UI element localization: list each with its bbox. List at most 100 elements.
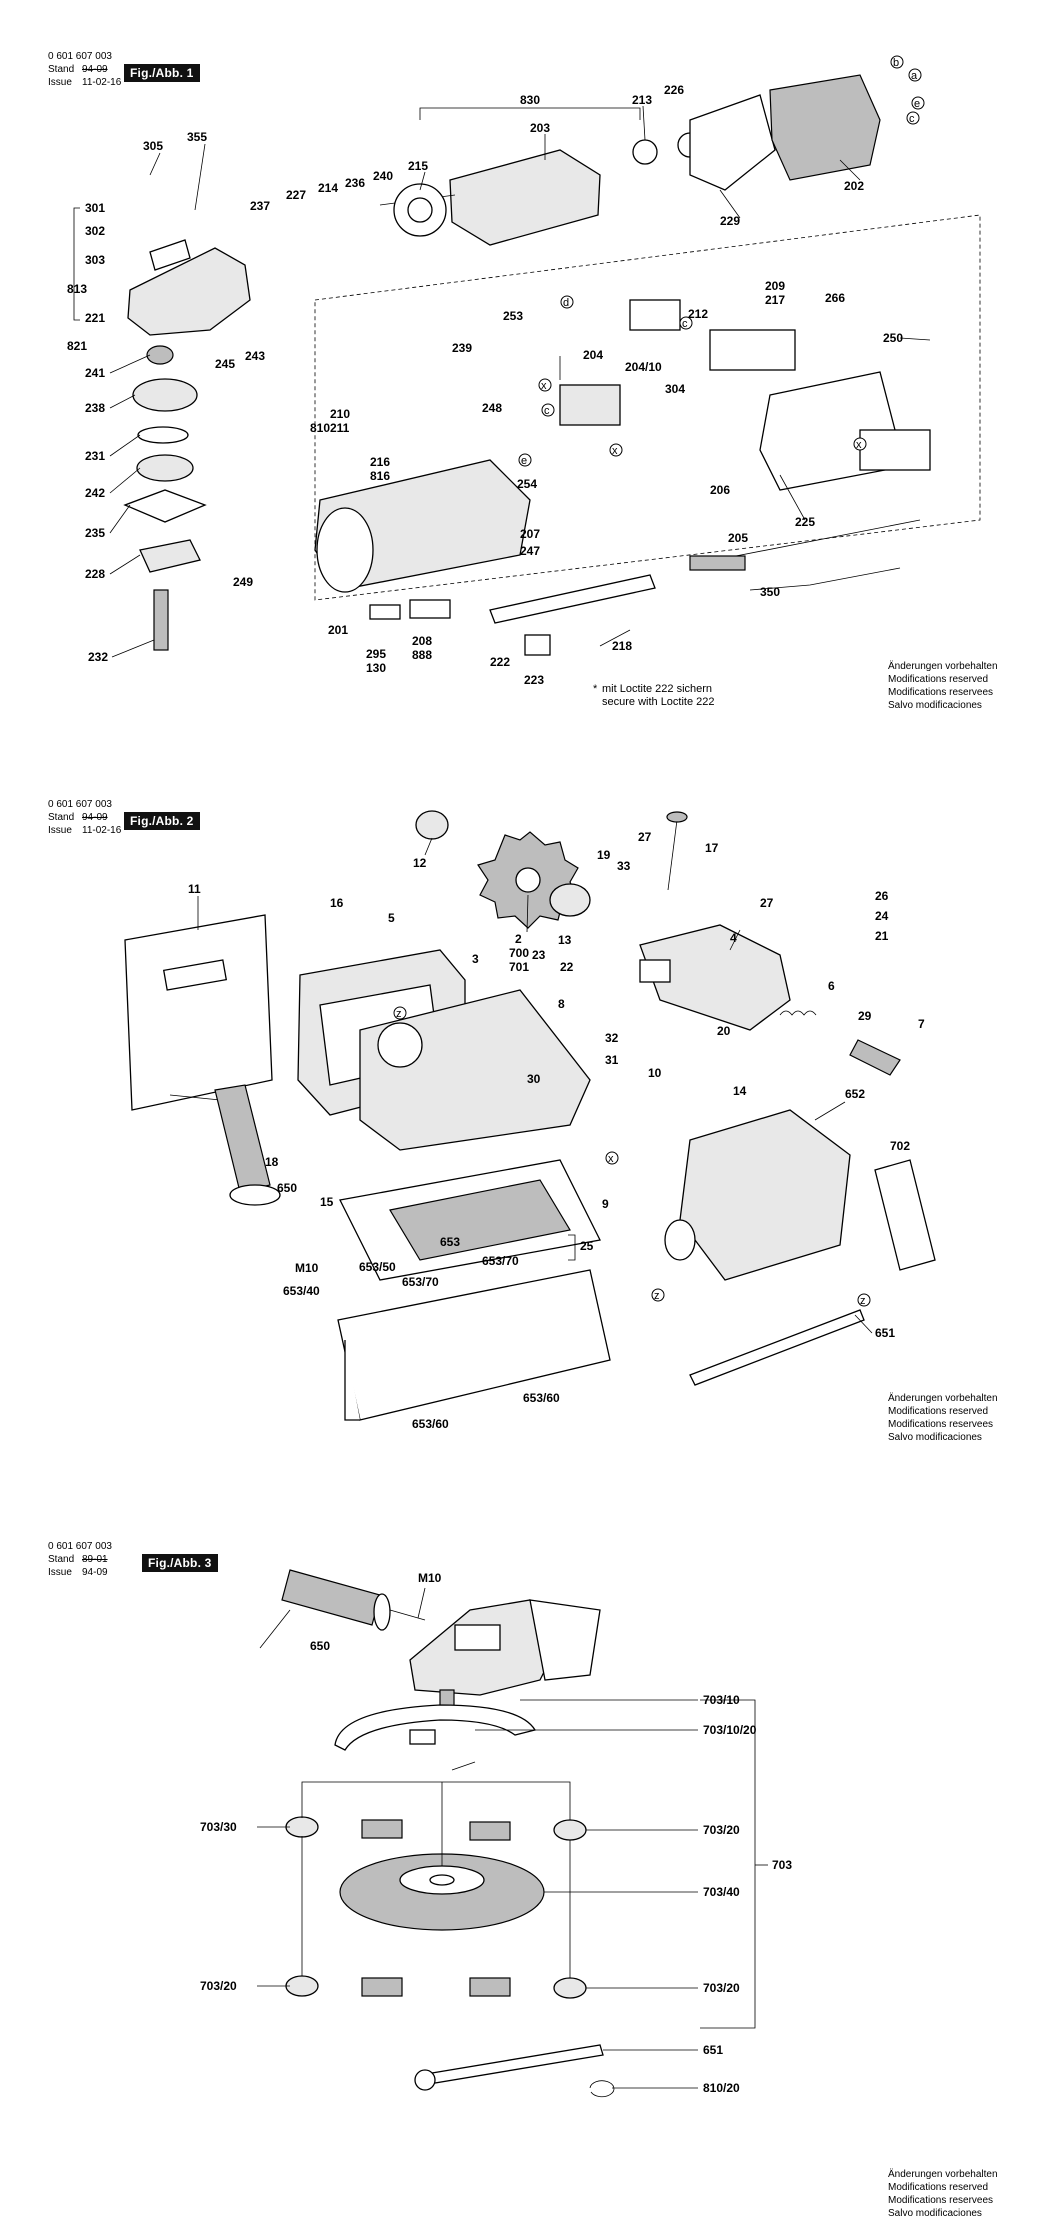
part-label: 6 [828,979,835,993]
washer [137,426,189,444]
part-label: 216 [370,455,390,469]
stand-label: Stand [48,64,75,75]
part-label: 651 [875,1326,895,1340]
part-label: 821 [67,339,87,353]
part-label: 254 [517,477,537,491]
part-label: 703/40 [703,1885,740,1899]
circle-letter: c [682,318,688,330]
issue-value: 11-02-16 [82,825,122,836]
nut-bottom-left [361,1977,403,1997]
part-label: 703/20 [703,1823,740,1837]
cover-plate [149,239,191,271]
nut-right [469,1821,511,1841]
issue-label: Issue [48,1567,72,1578]
part-label: 236 [345,176,365,190]
part-label: 653/60 [412,1417,449,1431]
flange [139,539,201,573]
bevel-gear [132,378,198,412]
part-label: 245 [215,357,235,371]
issue-value: 11-02-16 [82,77,122,88]
circle-letter: x [612,445,618,457]
part-label: 223 [524,673,544,687]
part-label: 235 [85,526,105,540]
part-label: 253 [503,309,523,323]
circle-letter: e [521,455,527,467]
part-label: 240 [373,169,393,183]
wrench [419,2044,604,2086]
modifications-note: Änderungen vorbehalten Modifications res… [888,660,998,712]
knob [849,1039,901,1076]
note-line: Modifications reserved [888,2182,989,2193]
note-line: Modifications reservees [888,1419,994,1430]
part-label: 238 [85,401,105,415]
part-label: 5 [388,911,395,925]
note-line: Salvo modificaciones [888,1432,982,1443]
stand-label: Stand [48,812,75,823]
circle-letter: c [909,113,915,125]
base-body [359,989,591,1151]
circle-letter: x [541,380,547,392]
part-label: 26 [875,889,889,903]
part-label: 31 [605,1053,619,1067]
part-label: 305 [143,139,163,153]
flange-left [285,1816,319,1838]
part-label: 703/10/20 [703,1723,757,1737]
note-line: Modifications reserved [888,1406,989,1417]
part-label: 243 [245,349,265,363]
modifications-note: Änderungen vorbehalten Modifications res… [888,2168,998,2220]
part-label: 215 [408,159,428,173]
label-plate [709,329,796,371]
part-label: 203 [530,121,550,135]
circle-letter: b [893,57,899,69]
part-label: 227 [286,188,306,202]
part-label: 201 [328,623,348,637]
part-label: 304 [665,382,685,396]
part-label: 301 [85,201,105,215]
side-handle [214,1084,271,1193]
part-label: 33 [617,859,631,873]
part-label: 703/20 [200,1979,237,1993]
part-label: 816 [370,469,390,483]
part-label: 22 [560,960,574,974]
note-line: Modifications reservees [888,687,994,698]
part-label: 653/70 [402,1275,439,1289]
note-line: Änderungen vorbehalten [888,661,998,672]
dust-bag [679,1109,851,1281]
part-label: 23 [532,948,546,962]
part-label: 9 [602,1197,609,1211]
cable-plug [689,555,746,571]
clamping-nut [415,810,449,840]
part-label: 202 [844,179,864,193]
part-label: 652 [845,1087,865,1101]
flange-bottom-right [553,1977,587,1999]
circle-letter: x [608,1153,614,1165]
part-label: M10 [295,1261,319,1275]
loctite-line: secure with Loctite 222 [602,696,715,708]
switch-knob [524,634,551,656]
doc-code: 0 601 607 003 [48,799,112,810]
part-label: 232 [88,650,108,664]
part-label: 218 [612,639,632,653]
part-label: 703/10 [703,1693,740,1707]
part-labels: 830 213 226 203 215 240 236 214 227 237 … [67,83,903,687]
stand-value: 89-01 [82,1554,108,1565]
flange-right [553,1819,587,1841]
part-label: 217 [765,293,785,307]
loctite-star: * [593,683,598,695]
part-labels: M10 650 703/10 703/10/20 703/30 703/20 7… [200,1571,792,2095]
note-line: Modifications reserved [888,674,989,685]
part-label: 130 [366,661,386,675]
issue-label: Issue [48,77,72,88]
part-label: 241 [85,366,105,380]
part-label: 32 [605,1031,619,1045]
part-label: 355 [187,130,207,144]
modifications-note: Änderungen vorbehalten Modifications res… [888,1392,998,1444]
motor-head [639,924,791,1031]
housing-opening [316,507,374,593]
part-label: 228 [85,567,105,581]
part-label: 651 [703,2043,723,2057]
loctite-line: mit Loctite 222 sichern [602,683,712,695]
